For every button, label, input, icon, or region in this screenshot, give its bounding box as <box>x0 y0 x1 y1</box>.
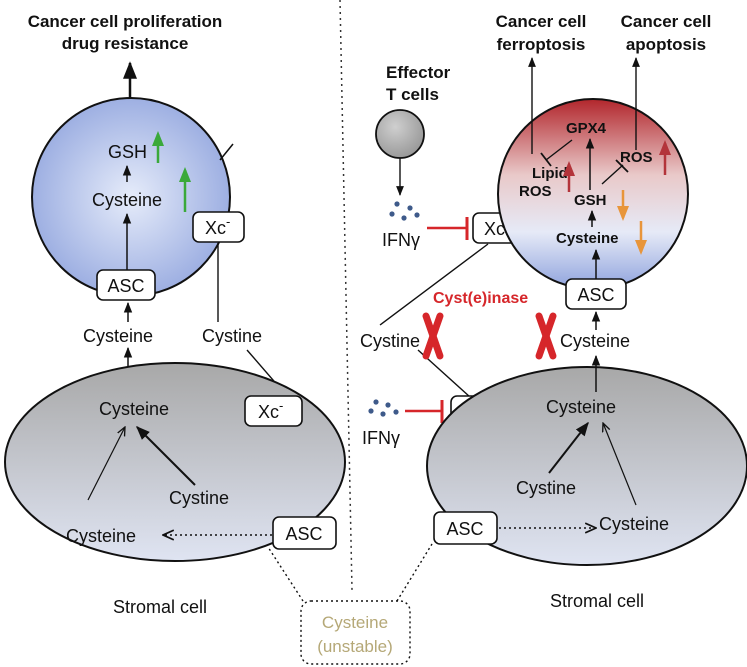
left-title-line2: drug resistance <box>62 34 189 53</box>
xc-top-to-cystine-line <box>379 243 489 326</box>
ifn-bottom-label: IFNγ <box>362 428 400 448</box>
gsh-inhibits-ros <box>601 164 624 185</box>
left-xc-label: Xc- <box>205 214 230 238</box>
effector-line1: Effector <box>386 63 451 82</box>
left-stroma-cysteine-bottom: Cysteine <box>66 526 136 546</box>
effector-t-cell <box>375 109 425 159</box>
ferroptosis-line2: ferroptosis <box>497 35 586 54</box>
lipid-ros-line2: ROS <box>519 183 552 200</box>
left-gsh-label: GSH <box>108 142 147 162</box>
left-stroma-asc-box <box>272 516 337 550</box>
effector-line2: T cells <box>386 85 439 104</box>
right-asc-top-label: ASC <box>577 285 614 305</box>
right-asc-to-unstable-dotted <box>396 543 433 602</box>
gpx4-inhibits-lipid-ros <box>545 139 573 161</box>
right-stromal-cell <box>426 366 747 566</box>
right-cell-cysteine-label: Cysteine <box>556 230 619 247</box>
right-stromal-cell-label: Stromal cell <box>550 591 644 611</box>
ifn-top-label: IFNγ <box>382 230 420 250</box>
gpx4-inhibit-bar <box>540 152 552 167</box>
ferroptosis-line1: Cancer cell <box>496 12 587 31</box>
unstable-cysteine-line2: (unstable) <box>317 637 393 656</box>
left-cysteine-recycle-arrow <box>87 427 125 501</box>
left-xc-box <box>192 211 245 243</box>
ifn-dots-top <box>389 201 420 221</box>
panel-divider <box>339 0 353 591</box>
right-ros-label: ROS <box>620 149 653 166</box>
left-asc-to-unstable-dotted <box>267 546 304 602</box>
left-mid-cysteine-label: Cysteine <box>83 326 153 346</box>
right-stroma-asc-box <box>433 511 498 545</box>
lipid-ros-line1: Lipid <box>532 165 568 182</box>
apoptosis-line1: Cancer cell <box>621 12 712 31</box>
right-stroma-cysteine-top: Cysteine <box>546 397 616 417</box>
left-stroma-asc-label: ASC <box>285 524 322 544</box>
left-stroma-xc-box <box>244 395 303 427</box>
cystine-blocked-x <box>422 312 444 360</box>
right-gsh-label: GSH <box>574 192 607 209</box>
left-mid-cystine-label: Cystine <box>202 326 262 346</box>
left-asc-label: ASC <box>107 276 144 296</box>
gpx4-label: GPX4 <box>566 120 607 137</box>
unstable-cysteine-box <box>300 600 411 665</box>
left-cystine-to-cysteine-arrow <box>136 426 196 486</box>
left-stroma-cysteine-top: Cysteine <box>99 399 169 419</box>
left-asc-box <box>96 269 156 301</box>
right-mid-cysteine-label: Cysteine <box>560 331 630 351</box>
cysteine-blocked-x <box>535 312 557 360</box>
left-stroma-cystine-label: Cystine <box>169 488 229 508</box>
right-stroma-cystine-label: Cystine <box>516 478 576 498</box>
right-cystine-to-cysteine-arrow <box>548 421 589 474</box>
cystinase-label: Cyst(e)inase <box>433 290 528 307</box>
ifn-dots-bottom <box>368 399 399 417</box>
right-cysteine-recycle-arrow <box>603 423 637 506</box>
left-stroma-xc-label: Xc- <box>258 398 283 422</box>
right-cystine-label: Cystine <box>360 331 420 351</box>
left-title-line1: Cancer cell proliferation <box>28 12 223 31</box>
left-cell-cysteine-label: Cysteine <box>92 190 162 210</box>
right-stroma-cysteine-bottom: Cysteine <box>599 514 669 534</box>
right-stroma-asc-label: ASC <box>446 519 483 539</box>
left-stromal-cell-label: Stromal cell <box>113 597 207 617</box>
gsh-inhibit-bar <box>615 159 629 173</box>
left-xc-to-membrane-line <box>219 143 234 161</box>
unstable-cysteine-line1: Cysteine <box>322 613 388 632</box>
right-asc-top-box <box>565 278 627 310</box>
apoptosis-line2: apoptosis <box>626 35 706 54</box>
